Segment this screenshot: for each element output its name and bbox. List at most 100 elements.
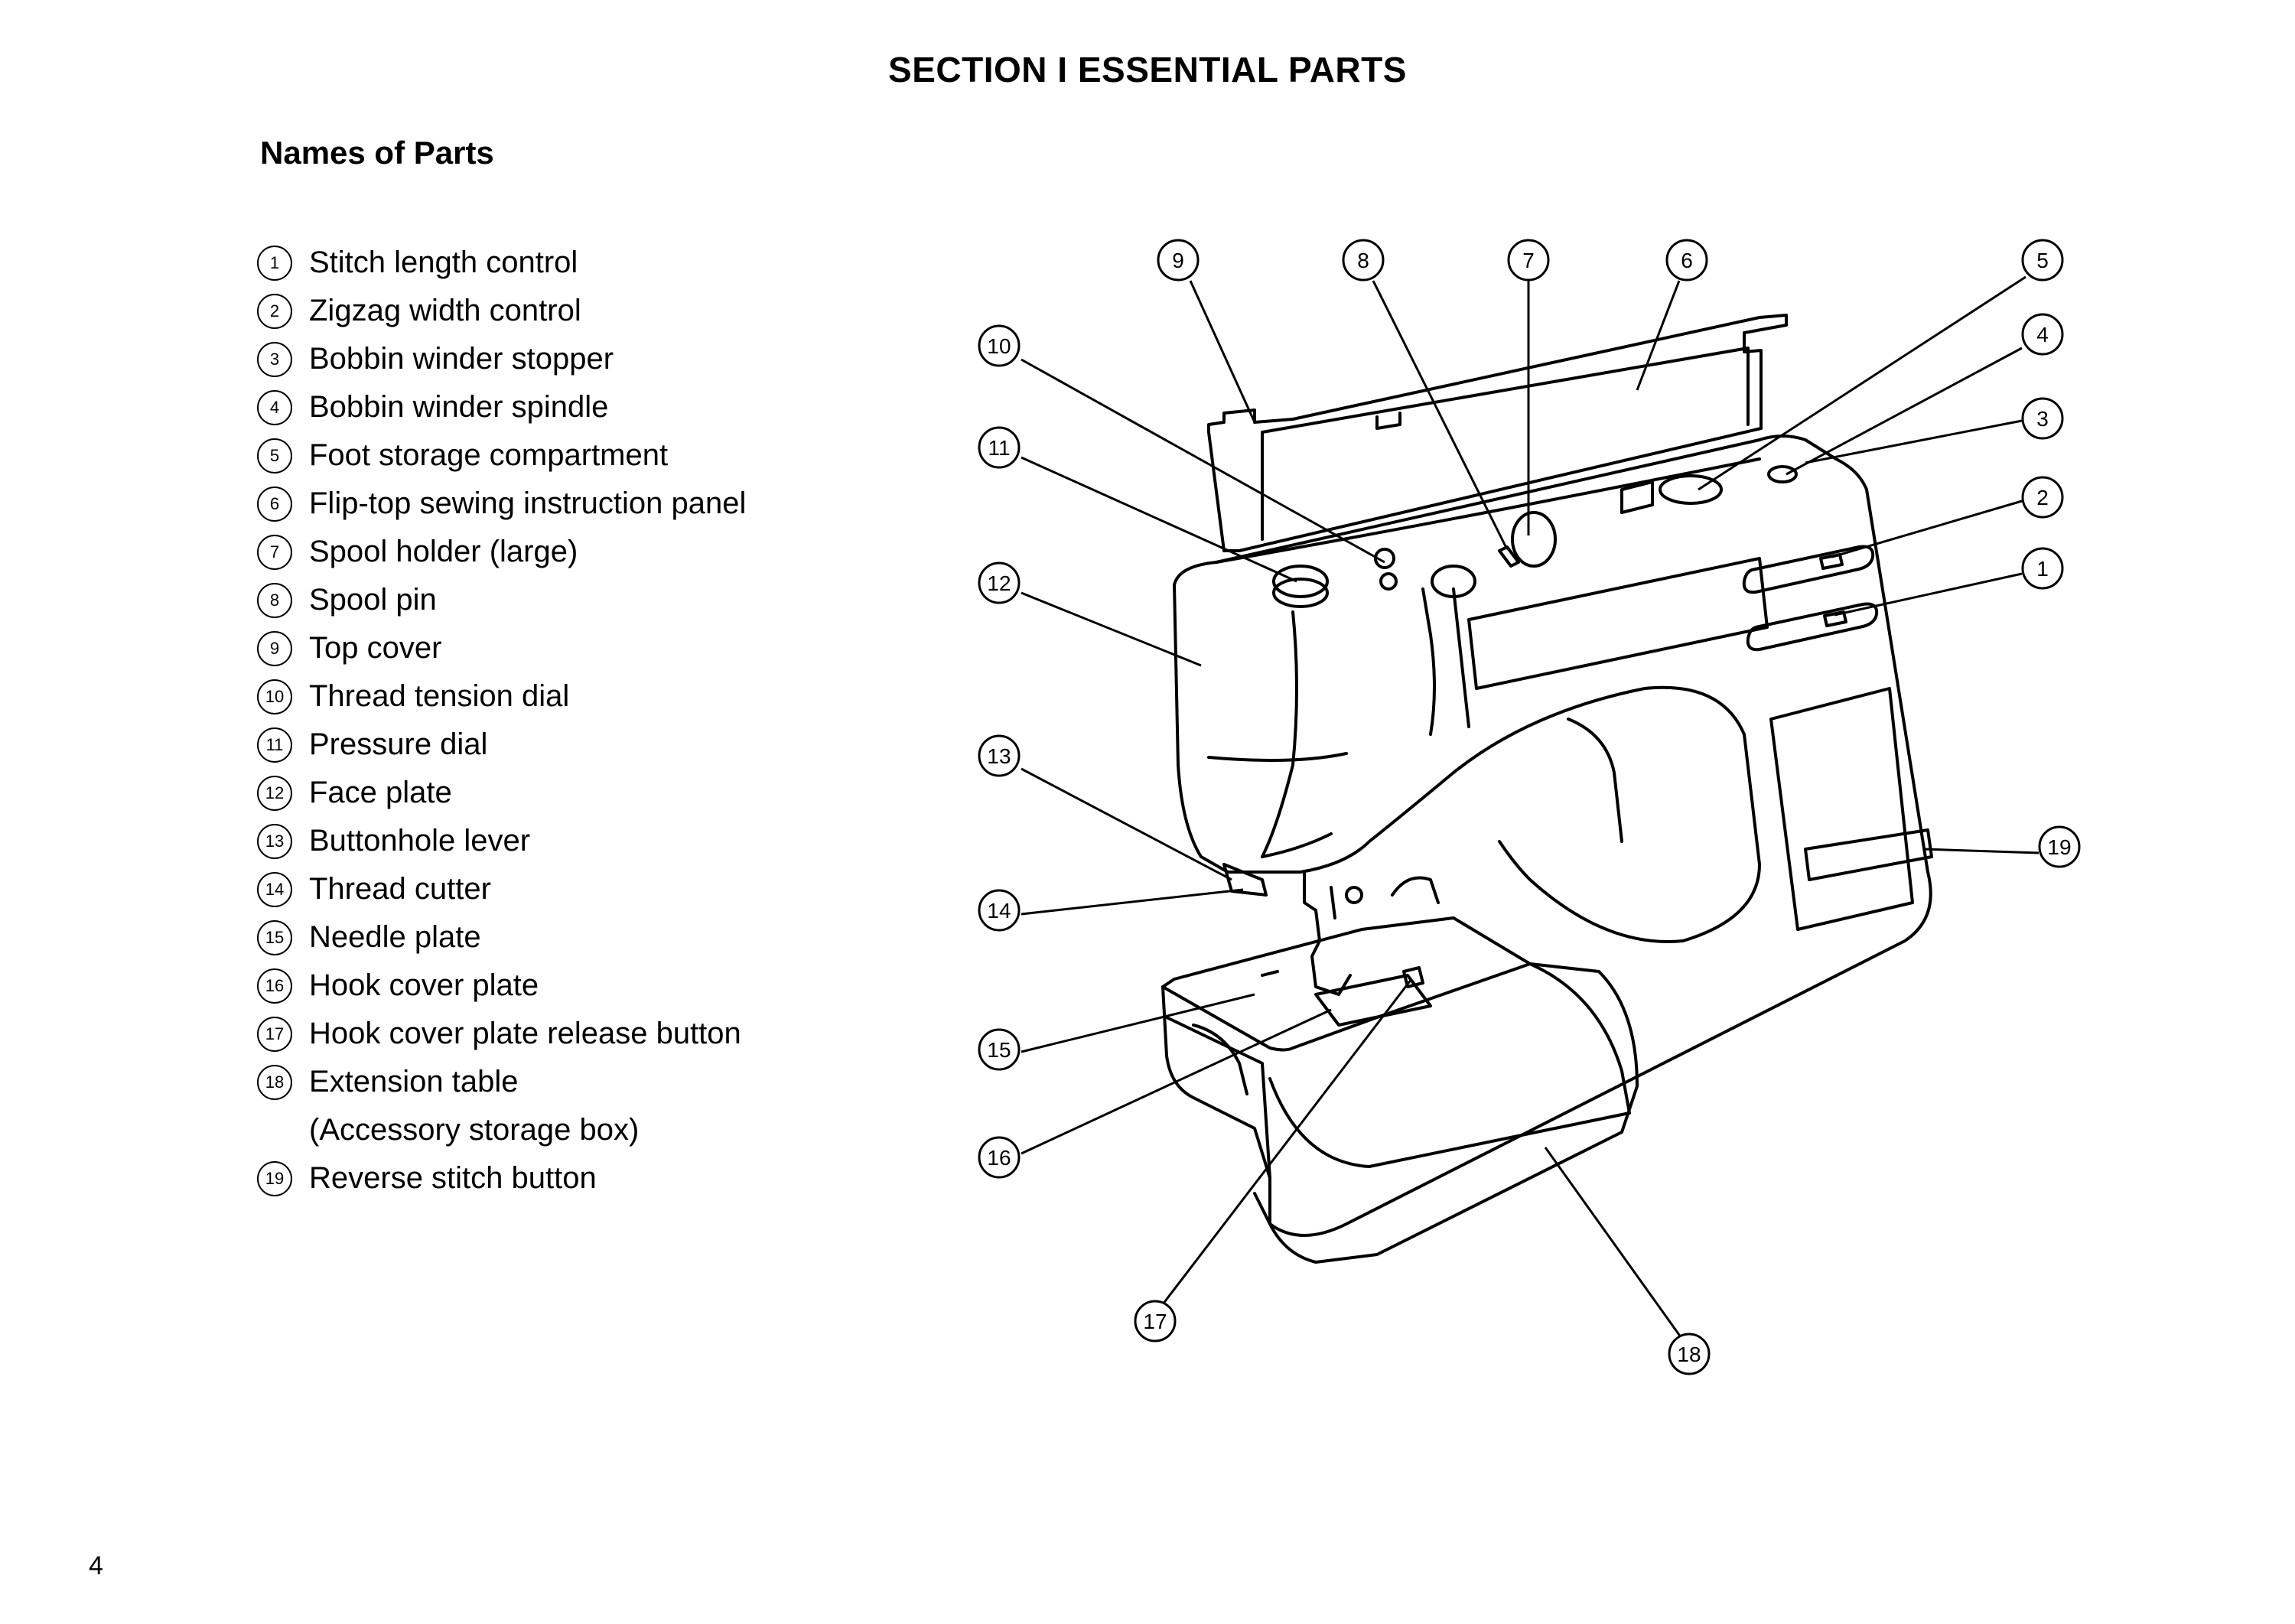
callout-11: 11: [978, 426, 1021, 469]
callout-2: 2: [2021, 476, 2064, 519]
callout-9: 9: [1157, 239, 1200, 282]
callout-1: 1: [2021, 547, 2064, 590]
face-plate: [1173, 584, 1371, 874]
part-label: Top cover: [309, 631, 442, 665]
leader-line-13: [1021, 767, 1232, 881]
leader-line-14: [1021, 888, 1244, 916]
part-number: 3: [257, 341, 292, 377]
callout-label: 4: [2036, 323, 2049, 347]
leader-line-9: [1189, 280, 1256, 423]
part-label: Spool pin: [309, 583, 437, 617]
leader-line-18: [1544, 1147, 1685, 1341]
leader-line-6: [1636, 280, 1681, 391]
callout-label: 18: [1677, 1342, 1701, 1366]
flip-top-panel: [1207, 314, 1788, 552]
part-item: 4 Bobbin winder spindle: [257, 383, 746, 431]
leader-line-4: [1786, 347, 2023, 476]
part-label: (Accessory storage box): [309, 1113, 640, 1147]
part-item: 9 Top cover: [257, 624, 746, 672]
part-number: 7: [257, 534, 292, 570]
part-number: 4: [257, 389, 292, 425]
callout-label: 13: [987, 744, 1011, 768]
part-number: 15: [257, 919, 292, 955]
leader-line-15: [1021, 993, 1255, 1053]
part-label: Reverse stitch button: [309, 1161, 597, 1195]
part-label: Hook cover plate: [309, 968, 539, 1002]
callout-6: 6: [1665, 239, 1708, 282]
callout-label: 5: [2036, 249, 2049, 272]
callout-label: 2: [2036, 486, 2049, 509]
part-label: Bobbin winder spindle: [309, 390, 609, 424]
part-label: Thread tension dial: [309, 679, 570, 713]
part-label: Flip-top sewing instruction panel: [309, 487, 747, 520]
part-item: 1 Stitch length control: [257, 239, 746, 287]
part-label: Thread cutter: [309, 872, 491, 906]
callout-3: 3: [2021, 397, 2064, 440]
callout-12: 12: [978, 561, 1021, 604]
part-number: 9: [257, 630, 292, 666]
part-number: 1: [257, 245, 292, 281]
leader-line-1: [1834, 572, 2023, 617]
part-number: 12: [257, 775, 292, 811]
part-number: 6: [257, 486, 292, 522]
part-number: 18: [257, 1064, 292, 1100]
leader-line-17: [1161, 978, 1413, 1305]
callout-7: 7: [1507, 239, 1550, 282]
part-item: 6 Flip-top sewing instruction panel: [257, 480, 746, 528]
callout-16: 16: [978, 1136, 1021, 1179]
callout-label: 15: [987, 1038, 1011, 1062]
part-item: 12 Face plate: [257, 769, 746, 817]
callout-label: 6: [1681, 249, 1693, 272]
leader-line-3: [1805, 419, 2023, 464]
callout-5: 5: [2021, 239, 2064, 282]
part-label: Stitch length control: [309, 246, 578, 279]
callout-label: 11: [988, 436, 1010, 460]
sewing-machine-illustration: [1161, 314, 1933, 1264]
callout-label: 7: [1522, 249, 1535, 272]
callout-15: 15: [978, 1028, 1021, 1071]
part-number: 16: [257, 968, 292, 1004]
names-of-parts-heading: Names of Parts: [260, 135, 494, 171]
part-item: 8 Spool pin: [257, 576, 746, 624]
part-label: Foot storage compartment: [309, 438, 669, 472]
part-label: Extension table: [309, 1065, 519, 1098]
part-number: 8: [257, 582, 292, 618]
callout-13: 13: [978, 734, 1021, 777]
part-number: 13: [257, 823, 292, 859]
callout-19: 19: [2038, 825, 2081, 868]
part-item: 18 Extension table: [257, 1058, 746, 1106]
callout-18: 18: [1668, 1333, 1711, 1375]
callout-label: 8: [1357, 249, 1369, 272]
callout-label: 10: [987, 334, 1011, 358]
leader-line-2: [1831, 500, 2023, 558]
part-item-continuation: (Accessory storage box): [257, 1106, 746, 1154]
callout-17: 17: [1134, 1300, 1177, 1342]
part-label: Face plate: [309, 776, 452, 809]
part-item: 16 Hook cover plate: [257, 962, 746, 1010]
part-number: 11: [257, 727, 292, 763]
leader-line-11: [1021, 456, 1297, 583]
part-number: 17: [257, 1016, 292, 1052]
callout-label: 14: [987, 899, 1011, 923]
leader-line-16: [1021, 1008, 1332, 1155]
callout-label: 3: [2036, 407, 2049, 431]
leader-line-8: [1372, 280, 1509, 550]
callout-label: 19: [2047, 835, 2071, 859]
callout-label: 17: [1143, 1310, 1167, 1333]
part-number: 2: [257, 293, 292, 329]
part-number: 19: [257, 1160, 292, 1196]
part-number: 14: [257, 871, 292, 907]
leader-line-5: [1698, 275, 2026, 491]
callout-10: 10: [978, 324, 1021, 367]
extension-table: [1161, 962, 1639, 1264]
